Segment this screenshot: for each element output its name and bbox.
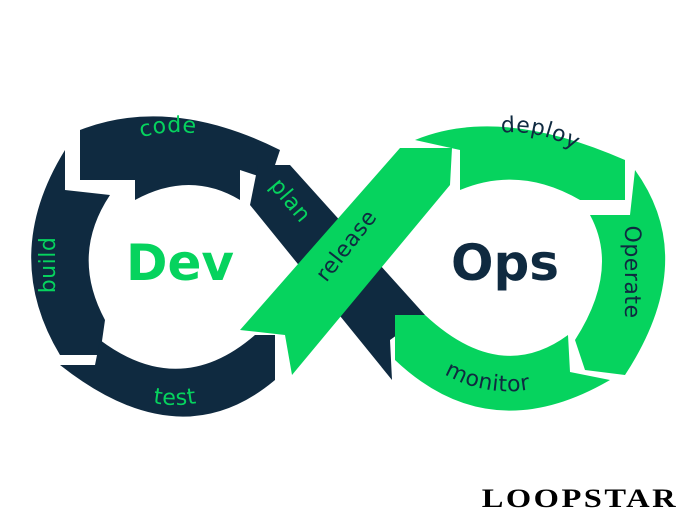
segment-build — [31, 150, 111, 355]
segment-operate — [575, 170, 666, 375]
label-build: build — [36, 237, 61, 294]
segment-test — [60, 335, 275, 417]
brand-logo: LOOPSTAR — [481, 484, 678, 513]
segment-deploy — [415, 126, 625, 200]
segment-monitor — [395, 315, 610, 411]
label-operate: Operate — [619, 225, 644, 318]
segment-release — [240, 148, 452, 375]
ops-title: Ops — [451, 234, 559, 292]
ops-loop — [240, 126, 666, 411]
label-test: test — [152, 384, 198, 411]
segment-code — [80, 116, 280, 200]
dev-title: Dev — [126, 234, 234, 292]
